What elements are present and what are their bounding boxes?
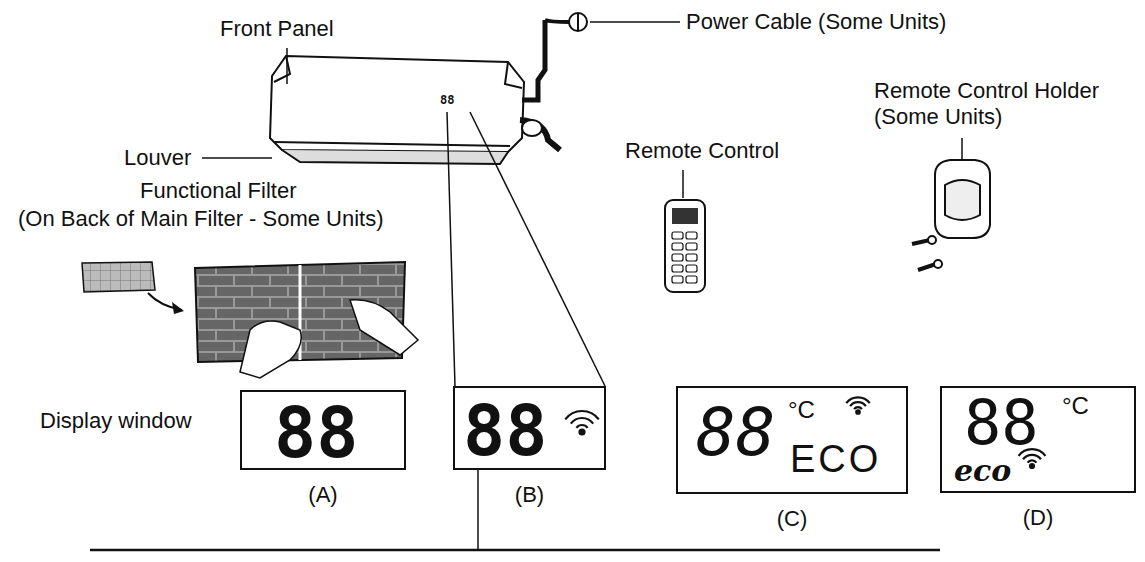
display-window: 88(A): [240, 390, 406, 470]
display-caption: (B): [515, 484, 544, 506]
part-label: Power Cable (Some Units): [686, 9, 946, 35]
display-window: 88°CECO(C): [676, 386, 908, 494]
part-label: Louver: [124, 145, 191, 171]
eco-indicator: eco: [954, 456, 1011, 486]
remote-holder: [912, 160, 990, 270]
segment-digits: 88: [463, 396, 547, 466]
part-label: (On Back of Main Filter - Some Units): [18, 206, 384, 232]
part-label: Front Panel: [220, 16, 334, 42]
unit-symbol: °C: [1062, 394, 1089, 418]
display-caption: (C): [777, 508, 808, 530]
eco-indicator: ECO: [790, 440, 881, 478]
display-caption: (A): [308, 484, 337, 506]
part-label: Remote Control: [625, 138, 779, 164]
part-label: Remote Control Holder (Some Units): [874, 78, 1109, 130]
display-caption: (D): [1023, 507, 1054, 529]
display-window: 88°Ceco(D): [940, 386, 1136, 493]
leader-lines: [90, 22, 962, 550]
part-label: Display window: [40, 408, 192, 434]
unit-display-digits: 88: [440, 93, 454, 107]
filter: [82, 262, 418, 378]
segment-digits: 88: [274, 398, 358, 468]
unit-symbol: °C: [788, 398, 815, 422]
part-label: Functional Filter: [140, 178, 297, 204]
segment-digits: 88: [696, 400, 775, 466]
remote-control: [665, 200, 705, 292]
display-window: 88(B): [453, 386, 606, 470]
segment-digits: 88: [964, 392, 1039, 454]
